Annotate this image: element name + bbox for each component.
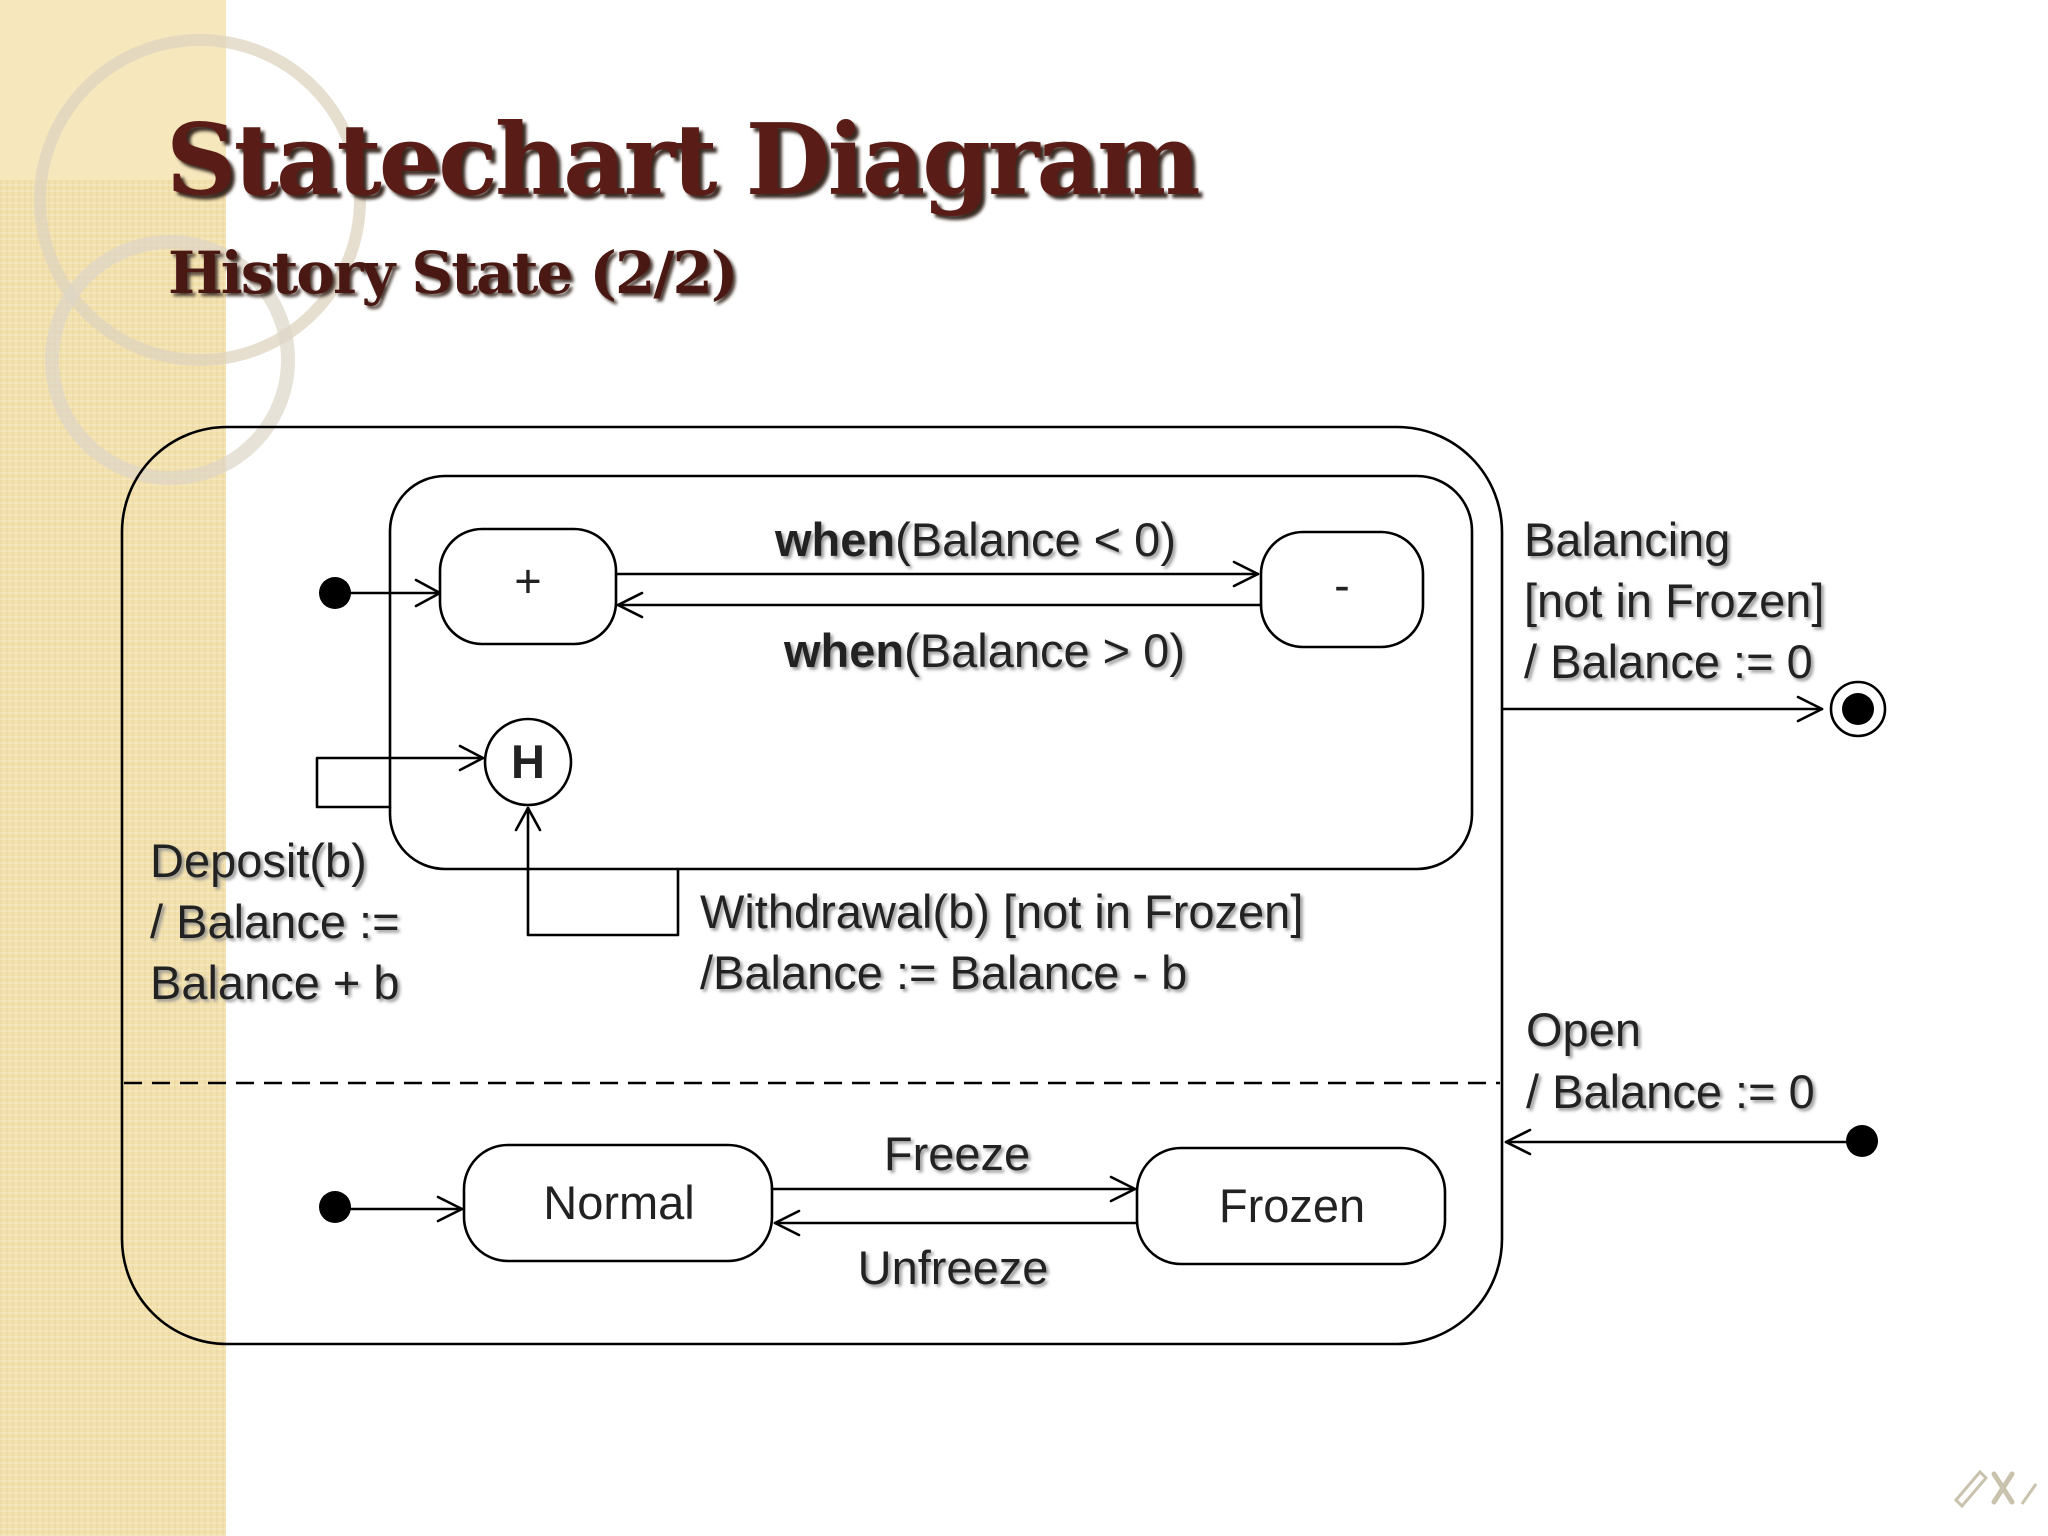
when-balance-positive-label: when(Balance > 0)	[783, 624, 1185, 677]
open-label-line-2: / Balance := 0	[1526, 1065, 1815, 1118]
balancing-label-line-3: / Balance := 0	[1524, 635, 1813, 688]
plus-to-minus-arrowhead	[1232, 560, 1260, 588]
open-arrowhead	[1504, 1128, 1532, 1156]
open-label-line-1: Open	[1526, 1003, 1641, 1056]
balancing-label: Balancing [not in Frozen] / Balance := 0	[1524, 513, 1838, 688]
deco-ring-small	[45, 235, 295, 485]
initial-to-normal-arrowhead	[436, 1195, 464, 1223]
deposit-label-line-2: / Balance :=	[150, 895, 400, 948]
slide-title: Statechart Diagram	[166, 103, 1201, 218]
state-frozen	[1135, 1146, 1447, 1266]
when-keyword-2: when	[783, 624, 904, 677]
balancing-label-line-2: [not in Frozen]	[1524, 574, 1824, 627]
withdrawal-arrowhead	[514, 806, 542, 832]
stroke-shape	[2020, 1483, 2038, 1505]
deposit-transition	[315, 756, 485, 809]
withdrawal-label-line-1: Withdrawal(b) [not in Frozen]	[700, 885, 1303, 938]
balance-substate-region	[388, 474, 1474, 871]
deposit-label-line-3: Balance + b	[150, 956, 400, 1009]
withdrawal-label-line-2: /Balance := Balance - b	[700, 946, 1187, 999]
minus-to-plus-arrowhead	[616, 591, 644, 619]
state-minus	[1259, 530, 1425, 649]
unfreeze-arrowhead	[773, 1209, 801, 1237]
state-normal-label: Normal	[543, 1176, 694, 1229]
deco-ring-large	[34, 34, 366, 366]
history-state-label: H	[511, 735, 545, 788]
when-keyword-1: when	[774, 513, 895, 566]
open-label: Open / Balance := 0	[1526, 1003, 1815, 1118]
balance-positive-condition: (Balance > 0)	[904, 624, 1185, 677]
freeze-label: Freeze	[884, 1127, 1030, 1180]
state-normal	[462, 1143, 774, 1263]
deposit-arrowhead	[458, 744, 485, 772]
final-state-core	[1842, 693, 1874, 725]
freeze-arrowhead	[1109, 1175, 1137, 1203]
decorative-rings	[34, 34, 366, 485]
initial-state-balance	[319, 577, 351, 609]
x-shape	[1991, 1471, 2015, 1505]
deposit-label: Deposit(b) / Balance := Balance + b	[150, 834, 413, 1009]
balancing-label-line-1: Balancing	[1524, 513, 1730, 566]
slide-subtitle: History State (2/2)	[168, 239, 738, 307]
withdrawal-transition	[526, 806, 680, 937]
state-minus-label: -	[1334, 558, 1350, 611]
state-plus-label: +	[514, 554, 541, 607]
pencil-shape	[1953, 1469, 1989, 1509]
withdrawal-label: Withdrawal(b) [not in Frozen] /Balance :…	[700, 885, 1316, 999]
state-plus	[438, 527, 618, 646]
balance-negative-condition: (Balance < 0)	[895, 513, 1176, 566]
balancing-arrowhead	[1796, 695, 1824, 723]
state-frozen-label: Frozen	[1219, 1179, 1365, 1232]
initial-state-freeze	[319, 1191, 351, 1223]
history-state	[483, 717, 573, 807]
unfreeze-label: Unfreeze	[858, 1241, 1049, 1294]
top-decoration-band	[0, 0, 226, 180]
pencil-x-mark-icon	[1953, 1469, 2038, 1509]
when-balance-negative-label: when(Balance < 0)	[774, 513, 1176, 566]
open-start-state	[1846, 1125, 1878, 1157]
outer-composite-state	[120, 425, 1504, 1346]
deposit-label-line-1: Deposit(b)	[150, 834, 367, 887]
